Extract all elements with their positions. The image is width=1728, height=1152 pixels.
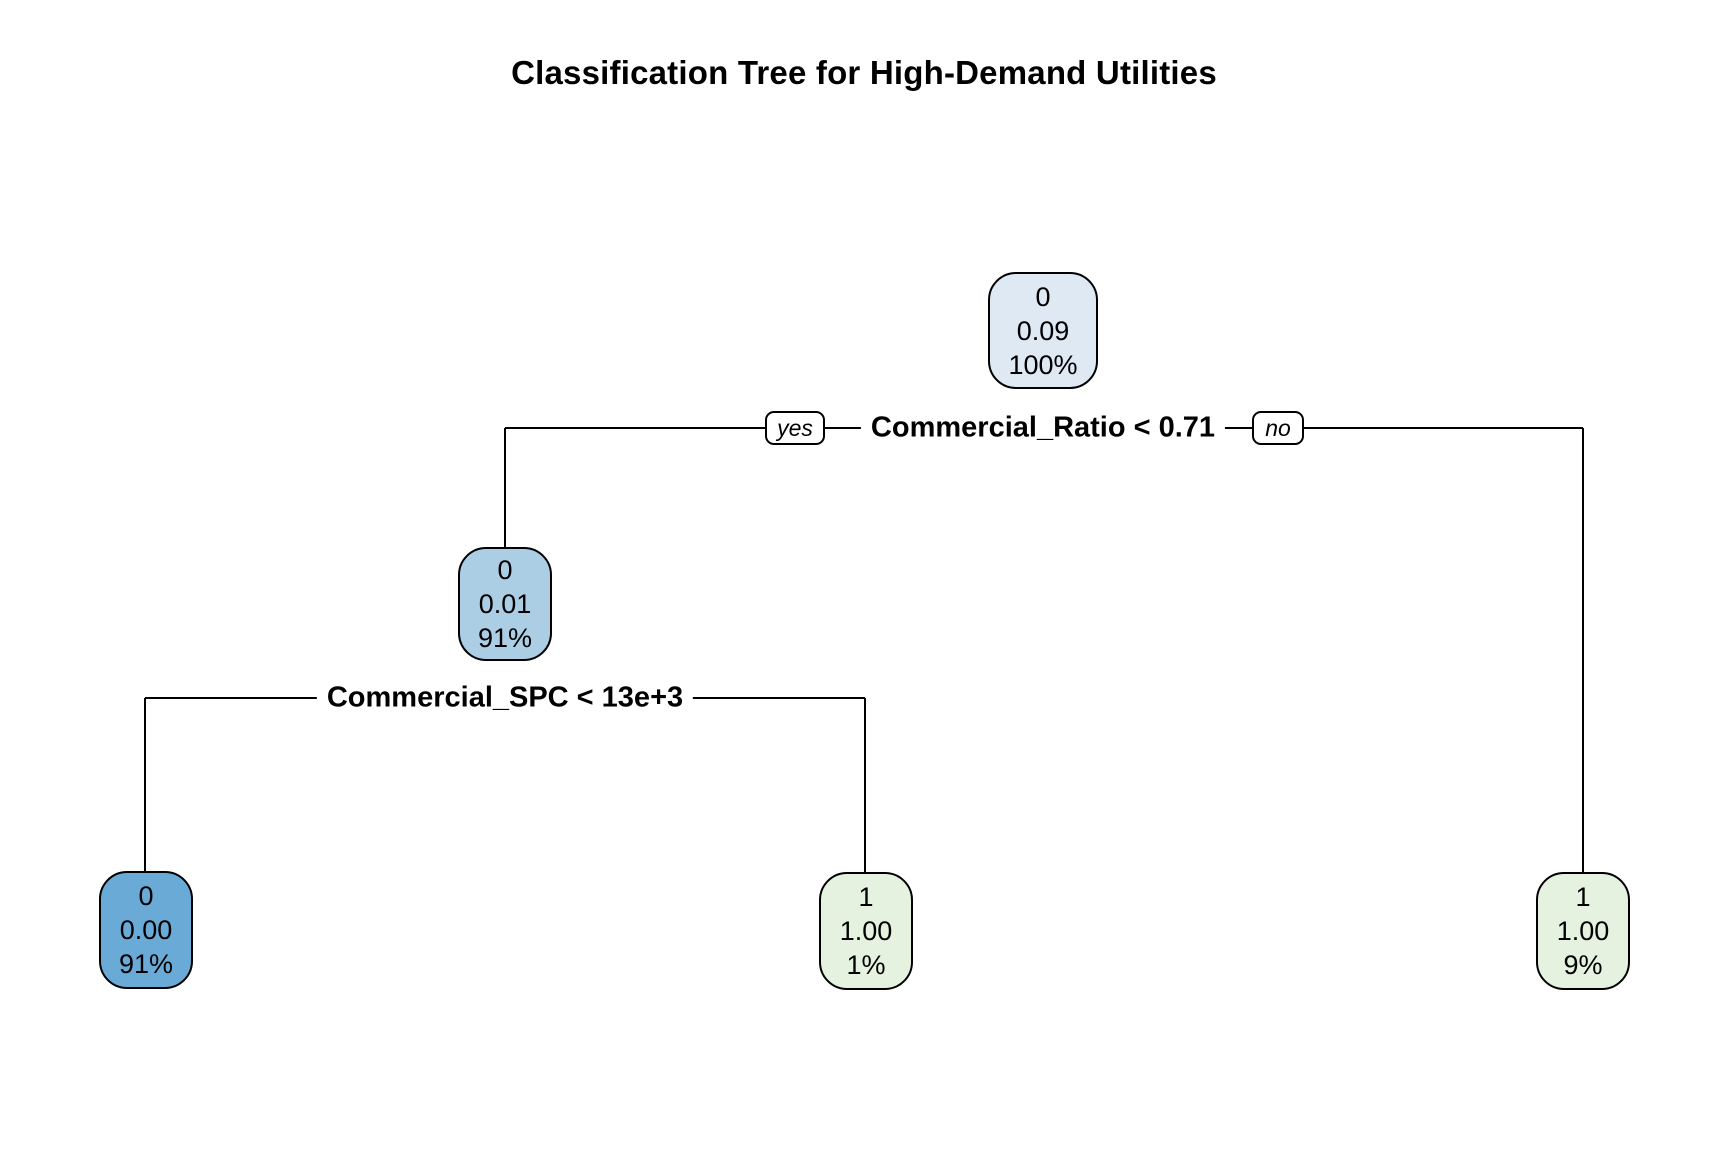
node-coverage: 1%: [846, 950, 886, 980]
tree-leaf-middle: 1 1.00 1%: [819, 872, 913, 990]
tree-node-internal: 0 0.01 91%: [458, 547, 552, 661]
node-coverage: 100%: [1008, 349, 1078, 380]
split-label-commercial-ratio: Commercial_Ratio < 0.71: [860, 409, 1226, 447]
yes-branch-label: yes: [765, 411, 825, 445]
node-probability: 0.01: [478, 589, 532, 619]
node-coverage: 91%: [477, 623, 533, 653]
node-probability: 0.00: [119, 915, 173, 945]
node-class-label: 0: [497, 555, 513, 585]
node-class-label: 0: [138, 881, 154, 911]
tree-node-root: 0 0.09 100%: [988, 272, 1098, 389]
no-branch-label: no: [1252, 411, 1304, 445]
split-label-commercial-spc: Commercial_SPC < 13e+3: [316, 679, 694, 717]
node-class-label: 0: [1035, 281, 1051, 312]
node-probability: 0.09: [1016, 315, 1070, 346]
node-class-label: 1: [1575, 882, 1591, 912]
node-coverage: 9%: [1563, 950, 1603, 980]
node-class-label: 1: [858, 882, 874, 912]
node-probability: 1.00: [1556, 916, 1610, 946]
node-coverage: 91%: [118, 949, 174, 979]
tree-leaf-left: 0 0.00 91%: [99, 871, 193, 989]
tree-leaf-right: 1 1.00 9%: [1536, 872, 1630, 990]
node-probability: 1.00: [839, 916, 893, 946]
plot-title: Classification Tree for High-Demand Util…: [511, 54, 1217, 91]
